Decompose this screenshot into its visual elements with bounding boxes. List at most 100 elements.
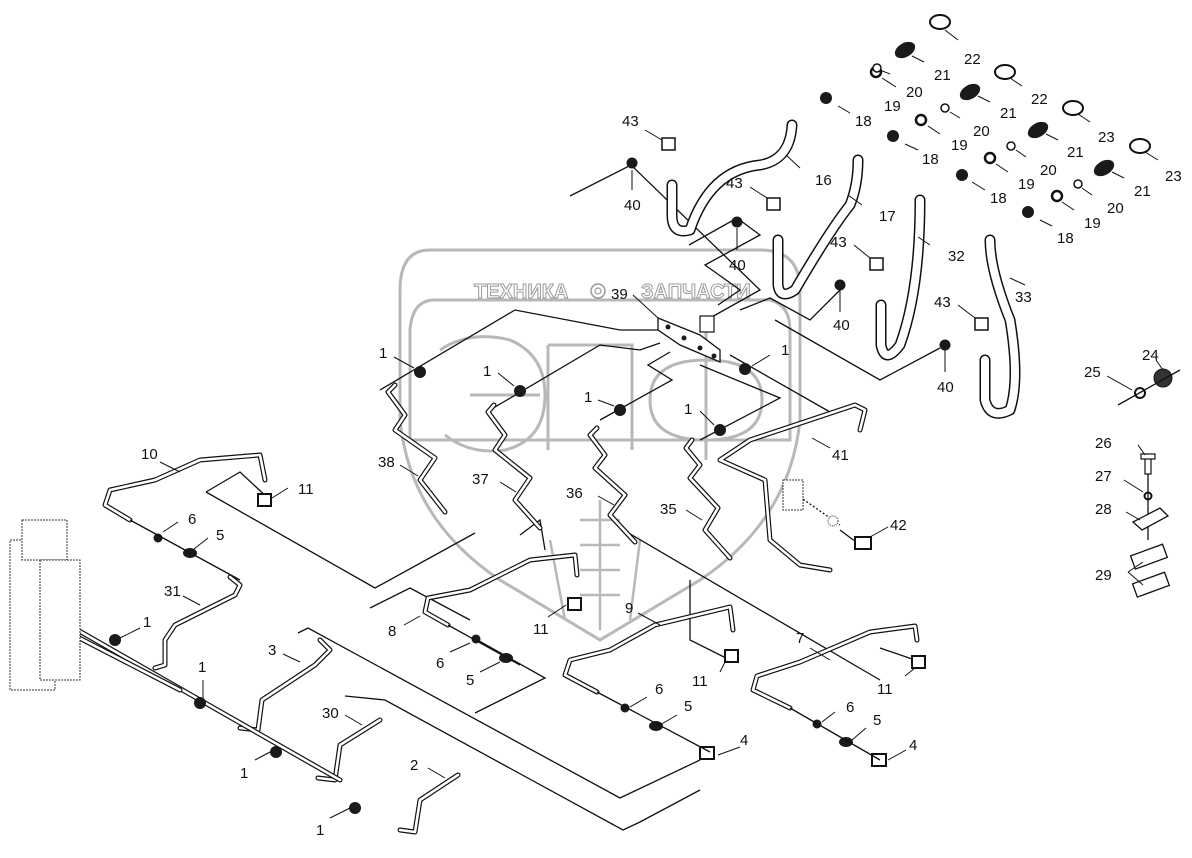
callout-11: 11 [298,481,314,498]
callout-leaders [119,29,1164,819]
callout-20: 20 [1107,200,1124,217]
callout-20: 20 [973,123,990,140]
fittings [9,14,1181,814]
callout-3: 3 [268,642,276,659]
callout-9: 9 [625,600,633,617]
plug-and-seal [1117,368,1181,406]
callout-21: 21 [1134,183,1151,200]
callout-19: 19 [1084,215,1101,232]
callout-18: 18 [1057,230,1074,247]
callout-19: 19 [884,98,901,115]
callout-26: 26 [1095,435,1112,452]
callout-2: 2 [410,757,418,774]
callout-11: 11 [877,681,893,698]
callout-43: 43 [622,113,639,130]
callout-20: 20 [906,84,923,101]
washers-and-unions [129,519,887,767]
watermark-wheat [548,500,642,630]
watermark-letter-p [546,343,634,450]
callout-19: 19 [951,137,968,154]
callout-33: 33 [1015,289,1032,306]
callout-1: 1 [143,614,151,631]
callout-7: 7 [796,630,804,647]
callout-18: 18 [922,151,939,168]
callout-43: 43 [726,175,743,192]
callout-5: 5 [216,527,224,544]
fitting-chains [820,14,1151,218]
callout-23: 23 [1098,129,1115,146]
callout-6: 6 [655,681,663,698]
callout-10: 10 [141,446,158,463]
watermark-letter-e [439,335,547,453]
callout-6: 6 [436,655,444,672]
callout-22: 22 [964,51,981,68]
callout-8: 8 [388,623,396,640]
callout-43: 43 [830,234,847,251]
tee-fitting [782,479,872,550]
callout-42: 42 [890,517,907,534]
assembly-lines [205,164,941,831]
callout-1: 1 [240,765,248,782]
callout-1: 1 [781,342,789,359]
callout-1: 1 [684,401,692,418]
callout-19: 19 [1018,176,1035,193]
callout-18: 18 [990,190,1007,207]
callout-1: 1 [483,363,491,380]
callout-5: 5 [466,672,474,689]
callout-18: 18 [855,113,872,130]
callout-17: 17 [879,208,896,225]
callout-5: 5 [684,698,692,715]
callout-29: 29 [1095,567,1112,584]
watermark-right-text: ЗАПЧАСТИ [641,281,751,303]
callout-labels: 43 40 43 40 43 40 43 40 16 17 32 33 18 1… [141,51,1182,839]
callout-28: 28 [1095,501,1112,518]
nuts-40 [626,157,951,351]
callout-40: 40 [937,379,954,396]
tubes [57,382,920,835]
callout-4: 4 [740,732,748,749]
callout-39: 39 [611,286,628,303]
callout-16: 16 [815,172,832,189]
callout-5: 5 [873,712,881,729]
callout-32: 32 [948,248,965,265]
callout-20: 20 [1040,162,1057,179]
callout-24: 24 [1142,347,1159,364]
callout-1: 1 [198,659,206,676]
elbows-43 [661,137,989,331]
callout-21: 21 [1000,105,1017,122]
control-valve-block [9,519,81,691]
callout-31: 31 [164,583,181,600]
watermark-shield-inner [408,298,792,442]
callout-1: 1 [379,345,387,362]
callout-43: 43 [934,294,951,311]
callout-11: 11 [533,621,549,638]
callout-6: 6 [846,699,854,716]
watermark: ТЕХНИКА ЗАПЧАСТИ [398,248,802,642]
callout-1: 1 [316,822,324,839]
watermark-left-text: ТЕХНИКА [474,281,568,303]
callout-35: 35 [660,501,677,518]
callout-6: 6 [188,511,196,528]
gear-icon [590,283,606,299]
callout-4: 4 [909,737,917,754]
hoses [666,119,1021,419]
callout-23: 23 [1165,168,1182,185]
callout-37: 37 [472,471,489,488]
callout-22: 22 [1031,91,1048,108]
callout-36: 36 [566,485,583,502]
nut-fittings [109,363,751,814]
callout-40: 40 [729,257,746,274]
callout-41: 41 [832,447,849,464]
callout-21: 21 [934,67,951,84]
callout-40: 40 [833,317,850,334]
callout-21: 21 [1067,144,1084,161]
callout-38: 38 [378,454,395,471]
distribution-block [657,315,721,363]
elbows-11 [257,493,926,669]
clamp-assembly [1129,453,1171,598]
callout-30: 30 [322,705,339,722]
callout-25: 25 [1084,364,1101,381]
callout-40: 40 [624,197,641,214]
